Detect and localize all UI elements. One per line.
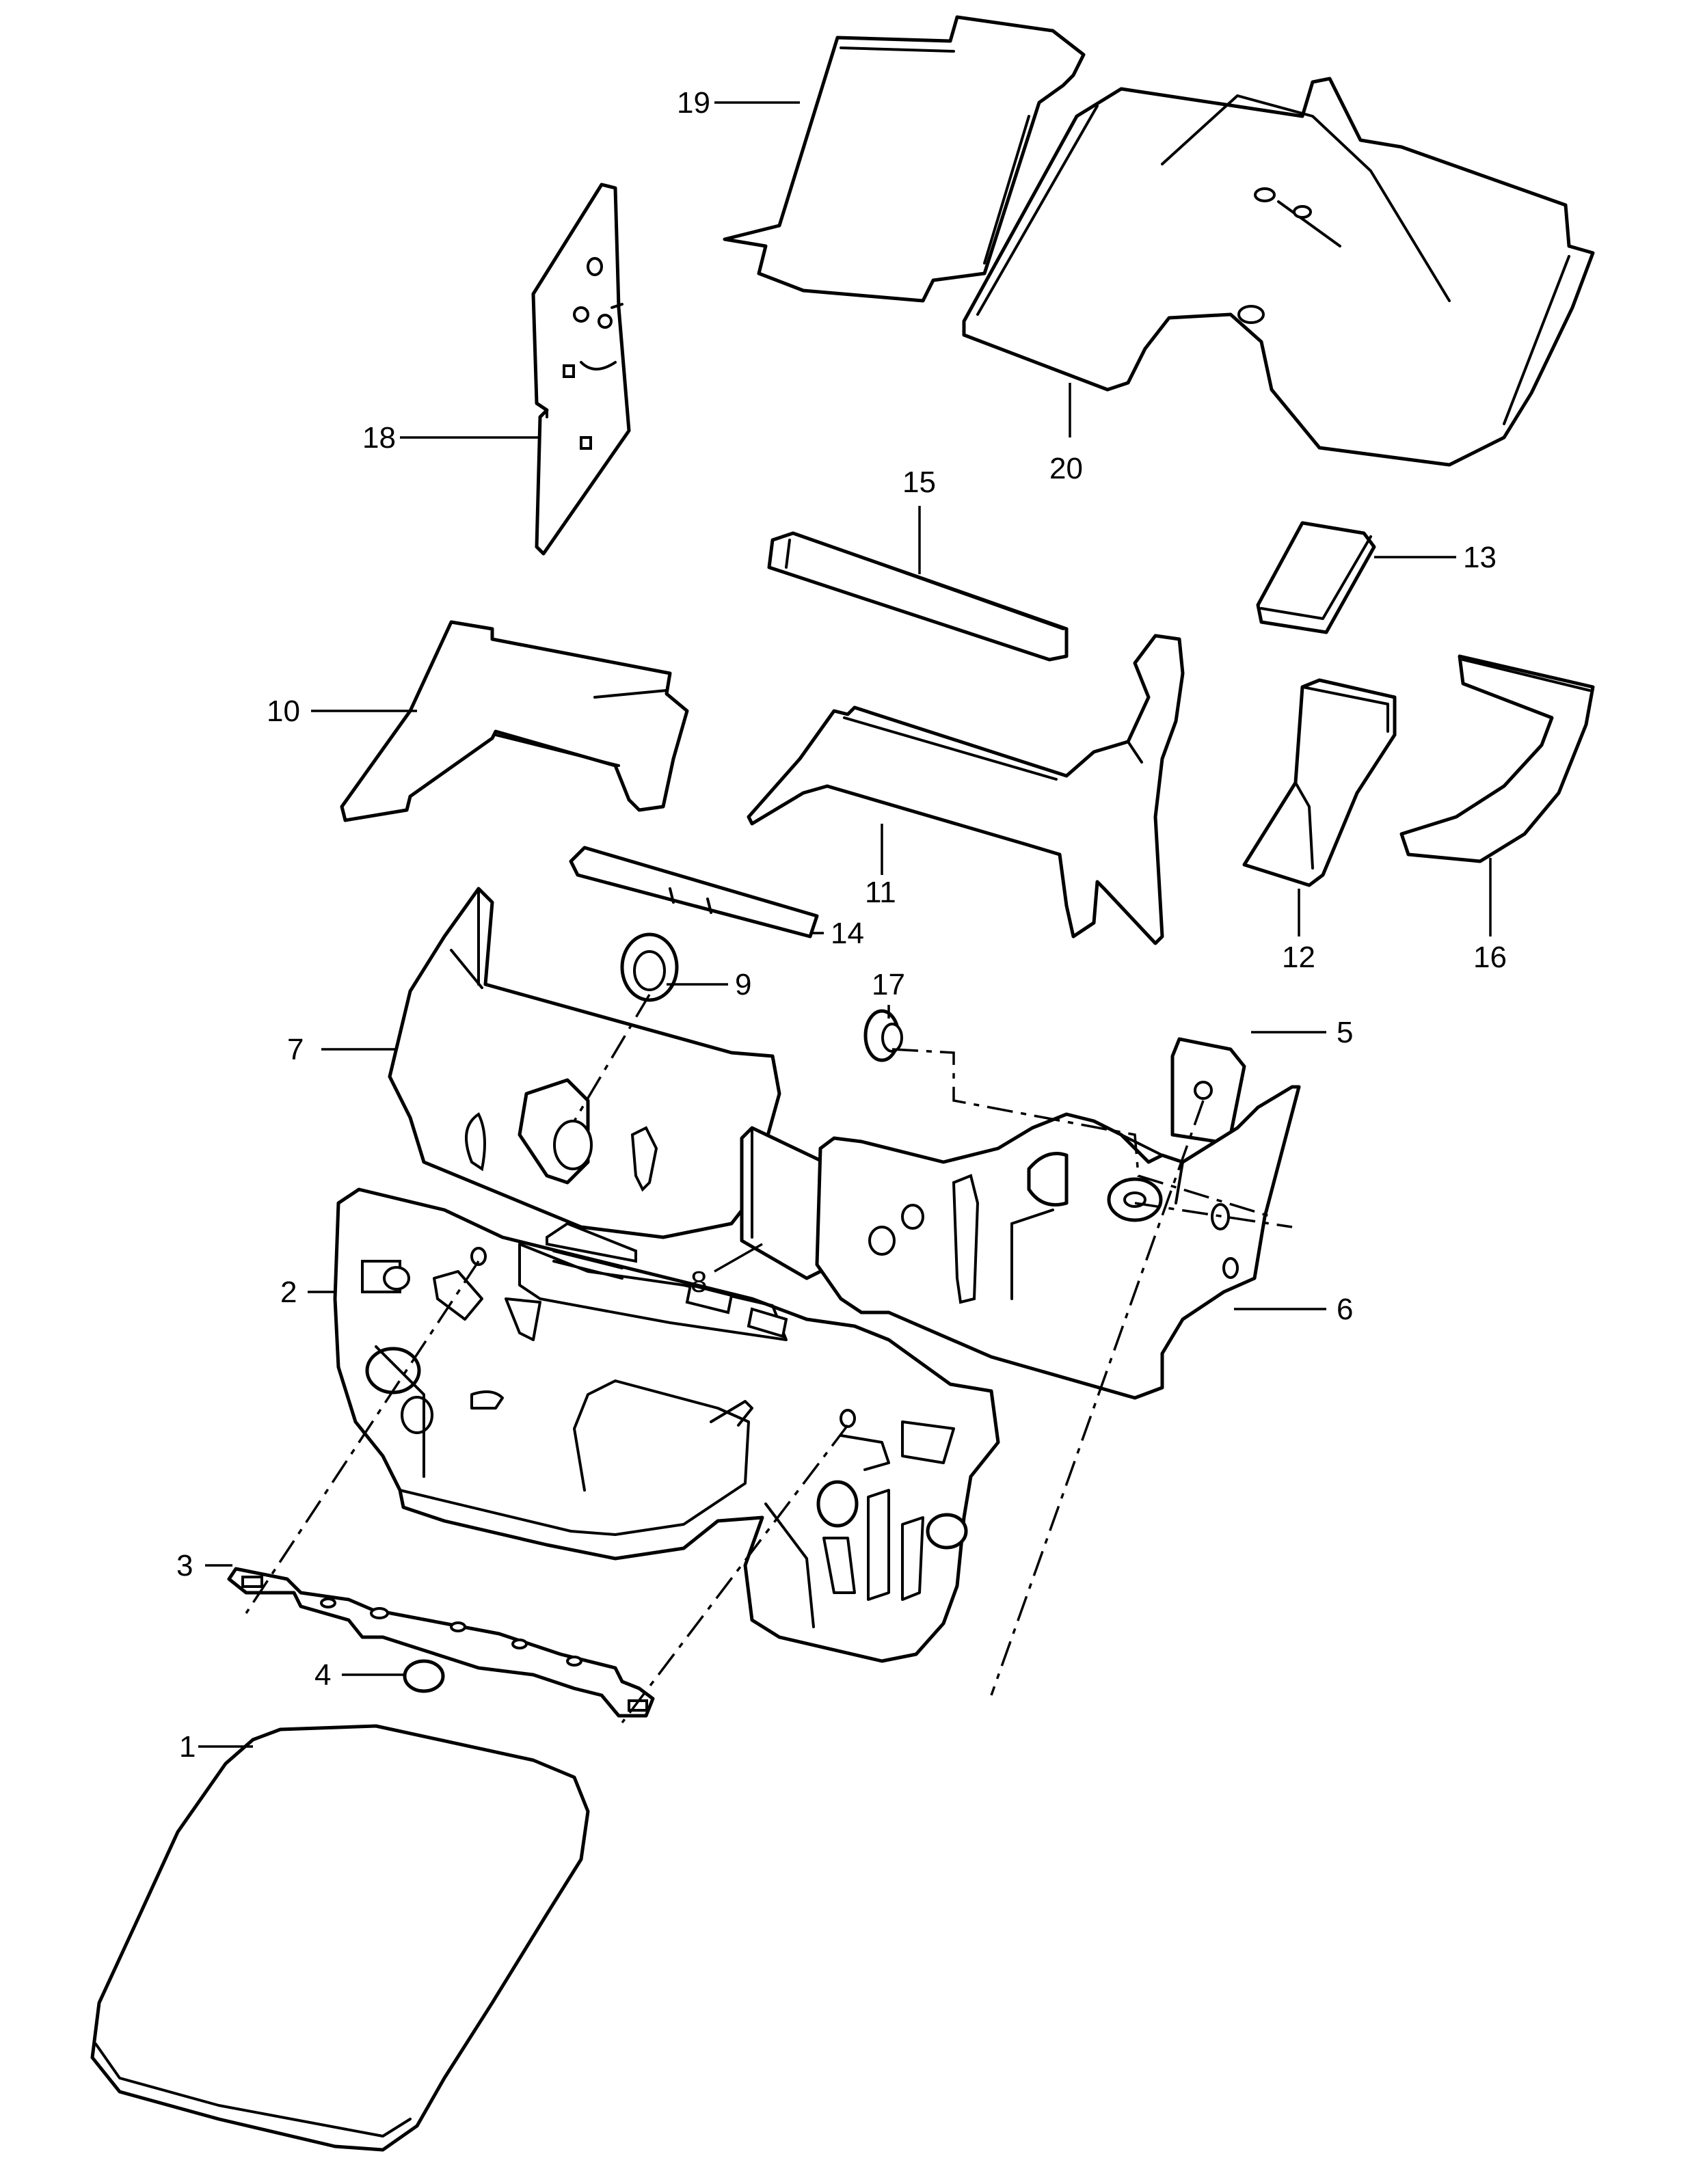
callout-1: 1 [179, 1730, 196, 1764]
callout-17: 17 [872, 968, 905, 1001]
part-10-left-panel [340, 620, 689, 822]
callout-13: 13 [1463, 541, 1497, 574]
part-3-bracket [227, 1567, 655, 1718]
callout-11: 11 [865, 876, 896, 909]
part-19-floor-mat [723, 15, 1086, 303]
callout-8: 8 [690, 1265, 707, 1299]
callout-20: 20 [1049, 452, 1083, 485]
callout-16: 16 [1473, 941, 1507, 974]
part-7-firewall-insulation-left [388, 887, 781, 1239]
part-11-center-panel [747, 634, 1185, 945]
part-13-block [1256, 521, 1376, 634]
part-20-floor-covering [962, 77, 1595, 467]
callout-9: 9 [735, 968, 751, 1001]
callout-18: 18 [362, 421, 396, 455]
callout-14: 14 [831, 917, 864, 950]
part-2-lower-firewall [333, 1187, 1000, 1663]
callout-6: 6 [1337, 1293, 1353, 1326]
callout-3: 3 [176, 1549, 193, 1582]
part-5-square-pad [1170, 1037, 1246, 1144]
callout-2: 2 [280, 1276, 297, 1309]
part-9-grommet [620, 932, 679, 1002]
callout-10: 10 [267, 695, 300, 728]
callout-15: 15 [902, 466, 936, 499]
part-6-firewall-insulation-right [815, 1085, 1301, 1400]
leader-lines [198, 101, 1492, 1748]
callout-5: 5 [1337, 1016, 1353, 1049]
part-8-rect-pad [740, 1126, 826, 1280]
part-12-l-block [1242, 678, 1397, 887]
alignment-lines [245, 994, 1293, 1724]
callout-19: 19 [677, 86, 710, 120]
part-18-side-panel [531, 183, 631, 556]
part-4-button-plug [403, 1659, 445, 1693]
part-17-plug [863, 1009, 903, 1062]
callout-12: 12 [1282, 941, 1315, 974]
part-1-large-mat [90, 1724, 590, 2152]
part-14-strip [569, 846, 819, 939]
callout-labels: 19 18 20 15 13 10 11 14 12 16 9 17 5 7 8… [176, 86, 1507, 1764]
callout-4: 4 [314, 1658, 331, 1692]
part-16-curved-pad [1399, 654, 1595, 863]
callout-7: 7 [287, 1033, 304, 1066]
part-15-bar-pad [767, 531, 1069, 662]
